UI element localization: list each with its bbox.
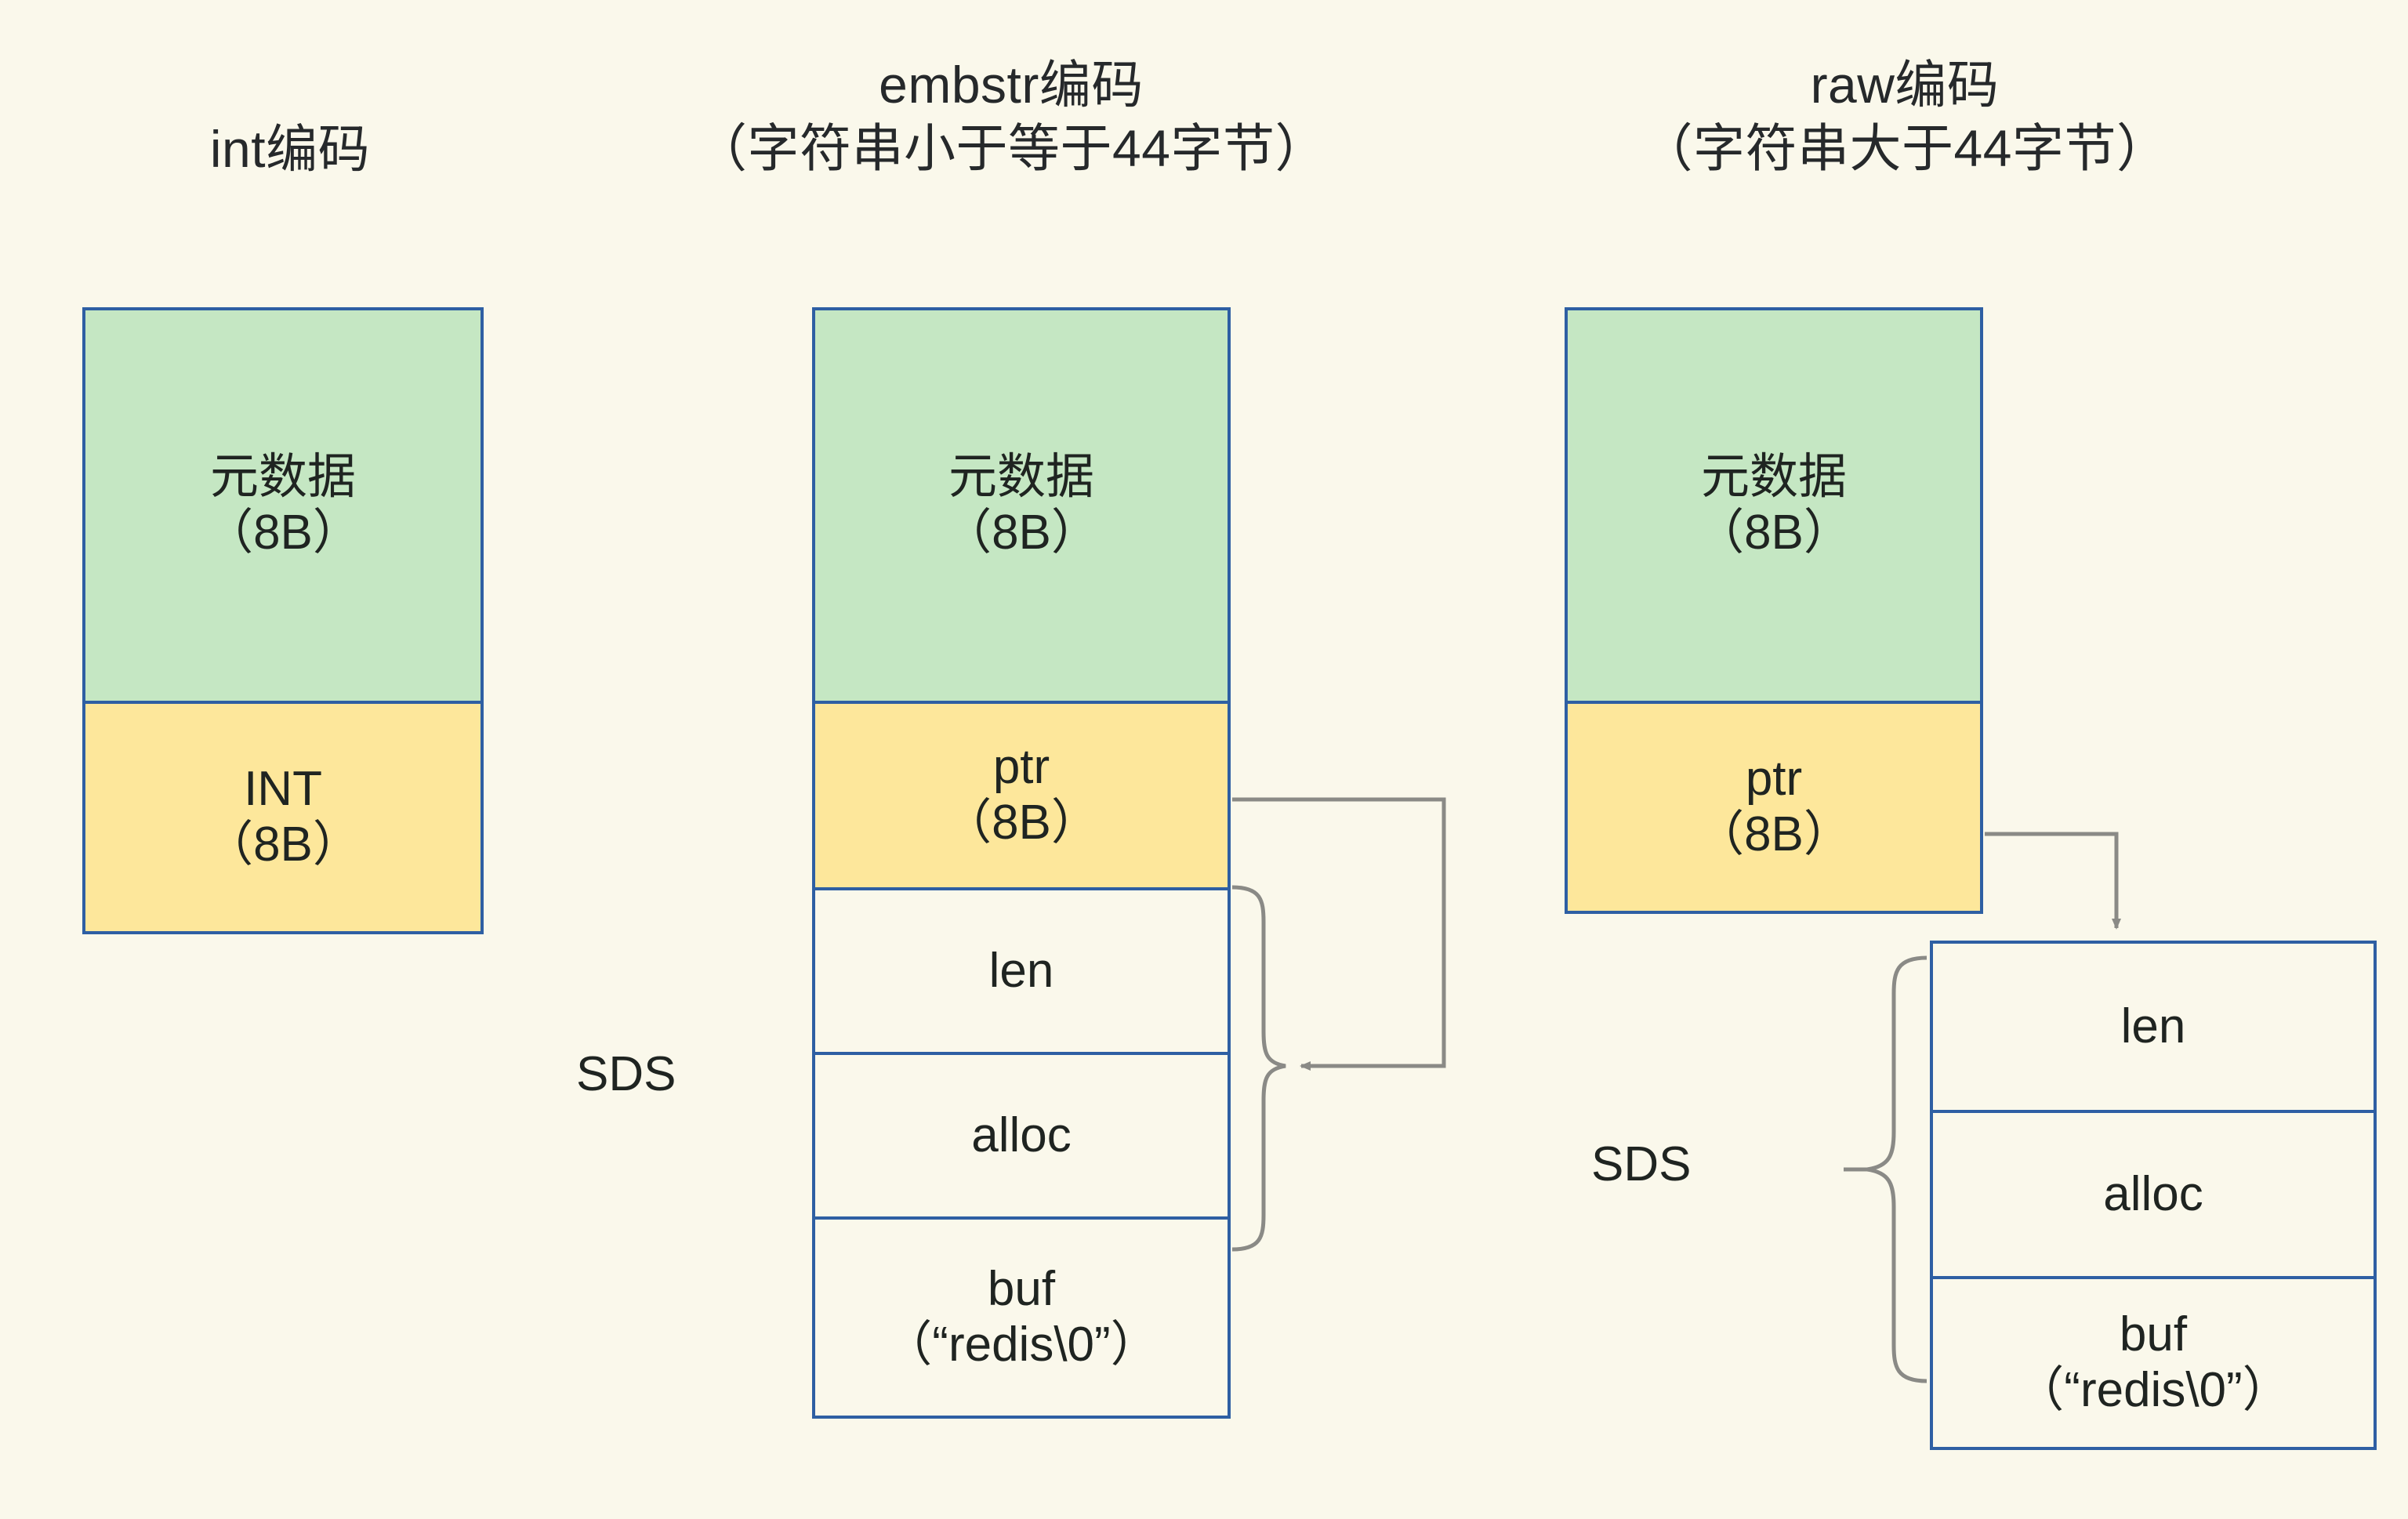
embstr-buf-value: （“redis\0”）	[883, 1318, 1159, 1372]
embstr-len-cell: len	[815, 887, 1228, 1052]
column-title-raw-line2: （字符串大于44字节）	[1641, 118, 2169, 177]
embstr-sds-brace	[1231, 885, 1286, 1252]
column-title-int-line1: int编码	[209, 120, 371, 178]
raw-ptr-arrow	[1985, 832, 2121, 930]
int-metadata-cell: 元数据 （8B）	[85, 310, 481, 701]
column-title-embstr-line1: embstr编码	[879, 56, 1144, 114]
raw-sds-brace	[1866, 955, 1927, 1383]
raw-sds-buf-value: （“redis\0”）	[2015, 1363, 2291, 1417]
raw-sds-len-label: len	[2120, 999, 2186, 1053]
embstr-ptr-cell: ptr （8B）	[815, 701, 1228, 887]
raw-sds-buf-cell: buf （“redis\0”）	[1933, 1276, 2374, 1447]
embstr-metadata-size: （8B）	[943, 506, 1100, 560]
embstr-buf-cell: buf （“redis\0”）	[815, 1216, 1228, 1416]
embstr-metadata-label: 元数据	[948, 450, 1094, 505]
embstr-ptr-size: （8B）	[943, 796, 1100, 850]
embstr-metadata-cell: 元数据 （8B）	[815, 310, 1228, 701]
raw-ptr-label: ptr	[1745, 752, 1803, 807]
embstr-ptr-label: ptr	[992, 740, 1050, 795]
raw-metadata-size: （8B）	[1695, 506, 1852, 560]
raw-sds-alloc-cell: alloc	[1933, 1110, 2374, 1276]
column-title-int: int编码	[78, 118, 502, 181]
embstr-alloc-label: alloc	[971, 1108, 1072, 1162]
raw-sds-len-cell: len	[1933, 944, 2374, 1110]
embstr-len-label: len	[988, 943, 1054, 998]
embstr-alloc-cell: alloc	[815, 1052, 1228, 1216]
int-metadata-label: 元数据	[209, 450, 356, 505]
column-title-raw: raw编码 （字符串大于44字节）	[1450, 53, 2359, 179]
raw-sds-buf-label: buf	[2119, 1307, 2188, 1362]
raw-sds-label: SDS	[1591, 1137, 1692, 1191]
int-value-cell: INT （8B）	[85, 701, 481, 931]
int-value-size: （8B）	[205, 818, 361, 872]
raw-metadata-label: 元数据	[1700, 450, 1847, 505]
embstr-encoding-struct: 元数据 （8B） ptr （8B） len alloc buf （“redis\…	[812, 307, 1231, 1419]
raw-metadata-cell: 元数据 （8B）	[1568, 310, 1980, 701]
raw-ptr-size: （8B）	[1695, 807, 1852, 861]
embstr-sds-label: SDS	[576, 1047, 676, 1101]
int-encoding-struct: 元数据 （8B） INT （8B）	[82, 307, 484, 934]
embstr-buf-label: buf	[987, 1262, 1056, 1317]
int-value-label: INT	[244, 762, 322, 817]
raw-ptr-cell: ptr （8B）	[1568, 701, 1980, 911]
raw-sds-alloc-label: alloc	[2103, 1166, 2203, 1221]
embstr-ptr-arrow	[1232, 797, 1446, 1071]
int-metadata-size: （8B）	[205, 506, 361, 560]
raw-sds-struct: len alloc buf （“redis\0”）	[1930, 941, 2377, 1450]
raw-encoding-struct: 元数据 （8B） ptr （8B）	[1565, 307, 1983, 914]
column-title-embstr-line2: （字符串小于等于44字节）	[695, 118, 1327, 177]
column-title-raw-line1: raw编码	[1810, 56, 2000, 114]
column-title-embstr: embstr编码 （字符串小于等于44字节）	[549, 53, 1474, 179]
